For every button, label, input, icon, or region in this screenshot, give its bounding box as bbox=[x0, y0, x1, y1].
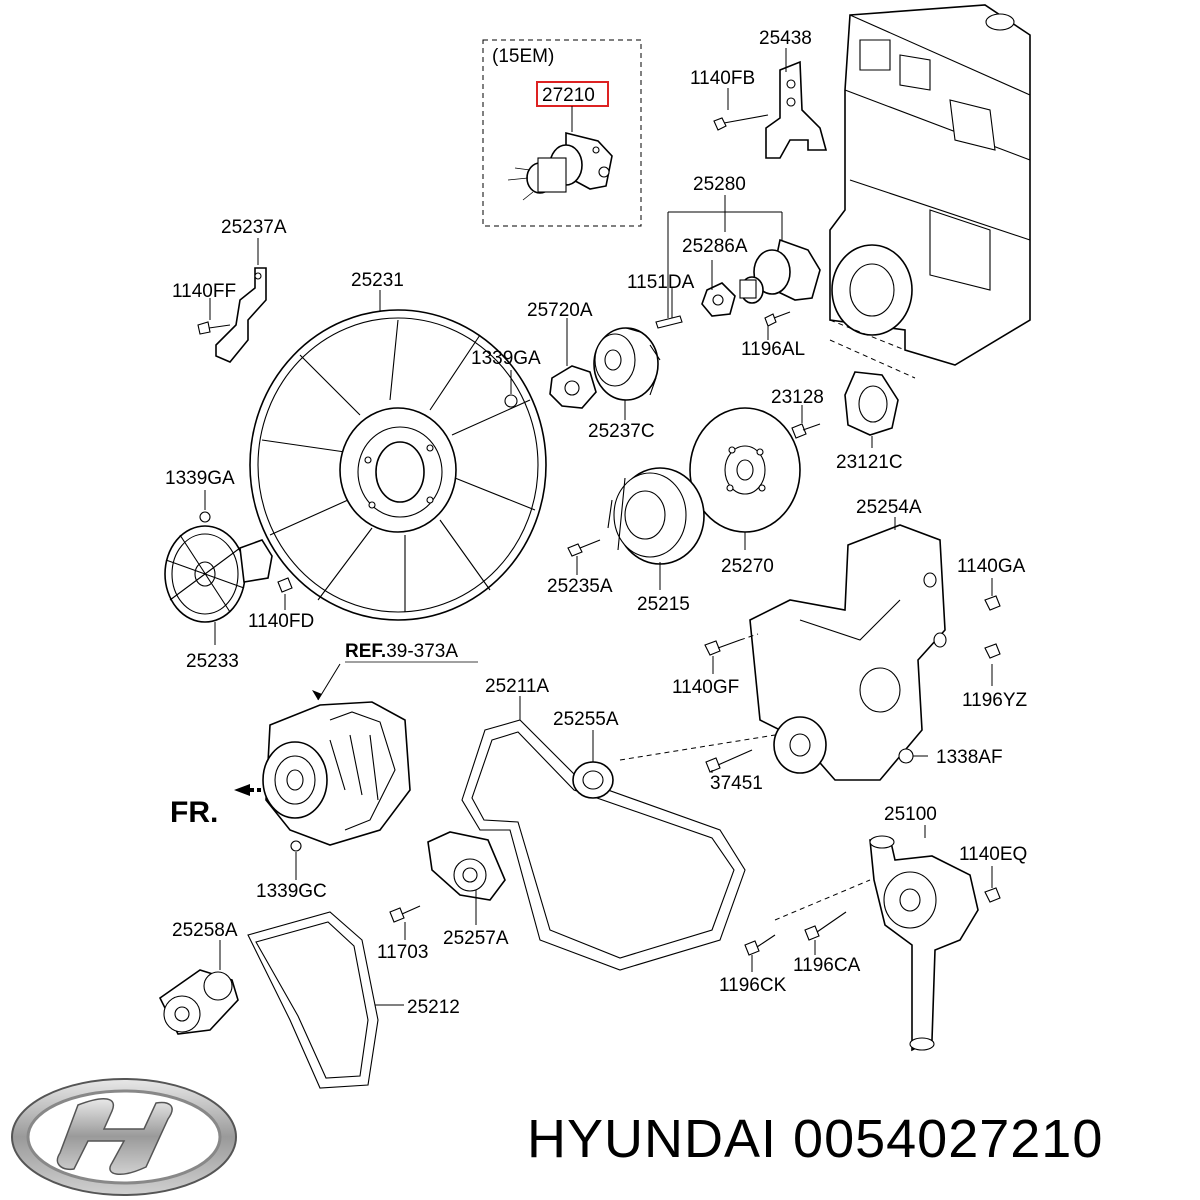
part-label-25255a[interactable]: 25255A bbox=[553, 709, 619, 730]
part-number: 0054027210 bbox=[793, 1109, 1104, 1169]
auto-tensioner-icon bbox=[158, 969, 239, 1035]
part-label-27210[interactable]: 27210 bbox=[542, 85, 595, 106]
part-label-25212[interactable]: 25212 bbox=[407, 997, 460, 1018]
part-label-1140eq[interactable]: 1140EQ bbox=[959, 844, 1027, 865]
part-label-1339ga-left[interactable]: 1339GA bbox=[165, 468, 235, 489]
hyundai-logo-icon bbox=[11, 1078, 237, 1196]
part-label-25100[interactable]: 25100 bbox=[884, 804, 937, 825]
part-label-25257a[interactable]: 25257A bbox=[443, 928, 509, 949]
vacuum-pump-icon bbox=[507, 131, 613, 201]
ref-label-bold: REF. bbox=[345, 641, 386, 662]
front-arrow-icon bbox=[234, 784, 262, 796]
part-label-25258a[interactable]: 25258A bbox=[172, 920, 238, 941]
part-label-1338af[interactable]: 1338AF bbox=[936, 747, 1003, 768]
part-label-25215[interactable]: 25215 bbox=[637, 594, 690, 615]
part-label-25237c[interactable]: 25237C bbox=[588, 421, 655, 442]
ref-label[interactable]: REF.39-373A bbox=[345, 641, 458, 662]
drive-belt-25211a-icon bbox=[461, 719, 746, 971]
inset-label: (15EM) bbox=[492, 46, 554, 67]
front-label: FR. bbox=[170, 796, 218, 829]
part-label-1140gf[interactable]: 1140GF bbox=[672, 677, 739, 698]
bracket-25438-icon bbox=[713, 60, 828, 159]
part-label-25235a[interactable]: 25235A bbox=[547, 576, 613, 597]
mount-plate-icon bbox=[197, 267, 267, 363]
part-label-1339gc[interactable]: 1339GC bbox=[256, 881, 327, 902]
ref-label-num: 39-373A bbox=[386, 641, 458, 662]
part-label-1196ca[interactable]: 1196CA bbox=[793, 955, 861, 976]
engine-block-icon bbox=[829, 4, 1031, 366]
brand-name: HYUNDAI bbox=[527, 1109, 778, 1169]
inset-15em: (15EM) 27210 bbox=[482, 39, 642, 227]
part-label-25237a[interactable]: 25237A bbox=[221, 217, 287, 238]
part-label-25286a[interactable]: 25286A bbox=[682, 236, 748, 257]
crankshaft-pulley-icon bbox=[567, 407, 801, 565]
part-label-1140ga[interactable]: 1140GA bbox=[957, 556, 1026, 577]
alternator-icon bbox=[262, 701, 411, 852]
pulley-hub-icon bbox=[504, 327, 661, 409]
part-label-37451[interactable]: 37451 bbox=[710, 773, 763, 794]
part-label-1140fb[interactable]: 1140FB bbox=[690, 68, 755, 89]
water-pump-icon bbox=[744, 835, 1001, 1052]
part-label-1339ga-top[interactable]: 1339GA bbox=[471, 348, 541, 369]
idler-pulley-icon bbox=[572, 761, 614, 799]
part-label-25233[interactable]: 25233 bbox=[186, 651, 239, 672]
inset-frame bbox=[482, 39, 642, 227]
part-label-25231[interactable]: 25231 bbox=[351, 270, 404, 291]
vacuum-pump-25280-icon bbox=[655, 238, 821, 329]
part-label-25254a[interactable]: 25254A bbox=[856, 497, 922, 518]
part-label-1140ff[interactable]: 1140FF bbox=[172, 281, 236, 302]
part-label-25280[interactable]: 25280 bbox=[693, 174, 746, 195]
fan-clutch-icon bbox=[164, 511, 293, 623]
alternator-bracket-icon bbox=[704, 524, 1001, 781]
part-label-25270[interactable]: 25270 bbox=[721, 556, 774, 577]
belt-tensioner-icon bbox=[389, 831, 506, 923]
part-label-1196ck[interactable]: 1196CK bbox=[719, 975, 787, 996]
front-cover-seal-icon bbox=[791, 371, 899, 439]
part-label-1151da[interactable]: 1151DA bbox=[627, 272, 695, 293]
part-label-23128[interactable]: 23128 bbox=[771, 387, 824, 408]
part-label-25211a[interactable]: 25211A bbox=[485, 676, 549, 697]
part-label-25720a[interactable]: 25720A bbox=[527, 300, 593, 321]
part-label-23121c[interactable]: 23121C bbox=[836, 452, 903, 473]
drive-belt-25212-icon bbox=[247, 911, 379, 1089]
part-label-1196al[interactable]: 1196AL bbox=[741, 339, 805, 360]
part-label-25438[interactable]: 25438 bbox=[759, 28, 812, 49]
part-label-11703[interactable]: 11703 bbox=[377, 942, 428, 963]
footer-title: HYUNDAI 0054027210 bbox=[527, 1108, 1103, 1170]
part-label-1196yz[interactable]: 1196YZ bbox=[962, 690, 1028, 711]
part-label-1140fd[interactable]: 1140FD bbox=[248, 611, 314, 632]
cooling-fan-icon bbox=[249, 309, 547, 621]
